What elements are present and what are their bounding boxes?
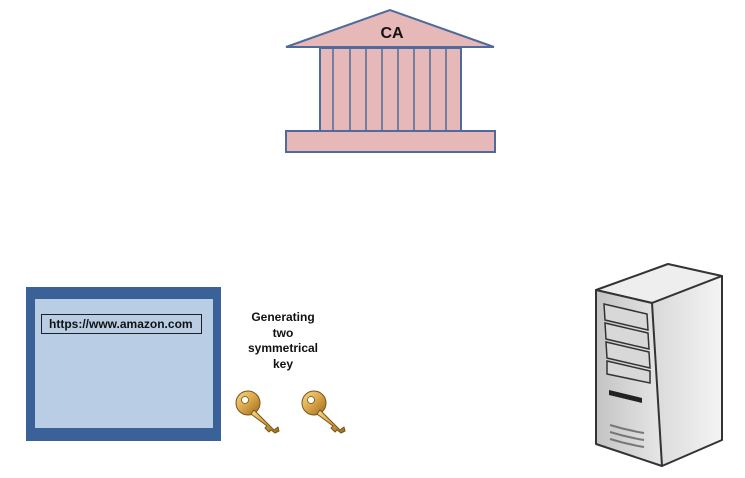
ca-base: [285, 130, 496, 153]
caption-line: symmetrical: [247, 341, 319, 355]
ca-building-icon: CA: [285, 8, 496, 153]
browser-window: [26, 287, 221, 441]
drive-bays: [603, 303, 651, 384]
vents: [609, 424, 645, 448]
address-bar[interactable]: https://www.amazon.com: [41, 314, 202, 334]
ca-columns: [319, 47, 462, 133]
caption-line: key: [272, 356, 294, 371]
key-icon: [235, 390, 280, 434]
caption-text: Generating two symmetrical key: [233, 310, 333, 372]
caption-line: two: [272, 325, 294, 340]
ca-label: CA: [380, 25, 404, 42]
caption-line: Generating: [251, 310, 315, 324]
key-icon: [301, 390, 346, 434]
server-tower-icon: [595, 263, 723, 467]
